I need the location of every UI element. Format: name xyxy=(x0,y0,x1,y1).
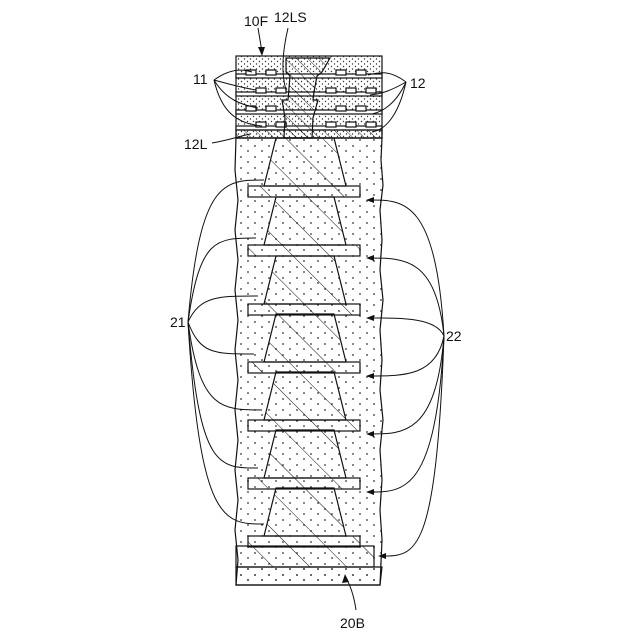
core-pad xyxy=(248,362,360,373)
label-10f: 10F xyxy=(244,13,268,29)
label-22: 22 xyxy=(446,328,462,344)
core-pad xyxy=(248,245,360,256)
core-via xyxy=(264,138,346,186)
fine-pad xyxy=(326,122,336,127)
fine-pad xyxy=(266,70,276,75)
core-bottom-pad xyxy=(236,546,374,567)
core-via xyxy=(264,256,346,304)
fine-pad xyxy=(336,106,346,111)
label-12: 12 xyxy=(410,75,426,91)
label-21: 21 xyxy=(170,314,186,330)
core-via xyxy=(264,372,346,420)
core-pad xyxy=(248,420,360,431)
core-pad xyxy=(248,304,360,315)
fine-pad xyxy=(256,88,266,93)
core-pad xyxy=(248,478,360,489)
fine-pad xyxy=(366,88,376,93)
core-via xyxy=(264,488,346,536)
fine-pad xyxy=(266,106,276,111)
fine-pad xyxy=(346,88,356,93)
top-land xyxy=(236,130,382,138)
fine-pad xyxy=(336,70,346,75)
fine-pad xyxy=(346,122,356,127)
label-11: 11 xyxy=(193,71,208,87)
core-via xyxy=(264,197,346,245)
core-pad xyxy=(248,186,360,197)
bottom-layer xyxy=(236,567,382,585)
fine-pad xyxy=(366,122,376,127)
core-via xyxy=(264,314,346,362)
fine-pad xyxy=(356,106,366,111)
label-12ls: 12LS xyxy=(274,9,307,25)
fine-pad xyxy=(276,88,286,93)
core-via xyxy=(264,430,346,478)
fine-pad xyxy=(326,88,336,93)
label-20b: 20B xyxy=(340,615,365,631)
core-pad xyxy=(248,536,360,547)
fine-pad xyxy=(356,70,366,75)
label-12l: 12L xyxy=(184,136,208,152)
leader-22 xyxy=(382,336,444,556)
